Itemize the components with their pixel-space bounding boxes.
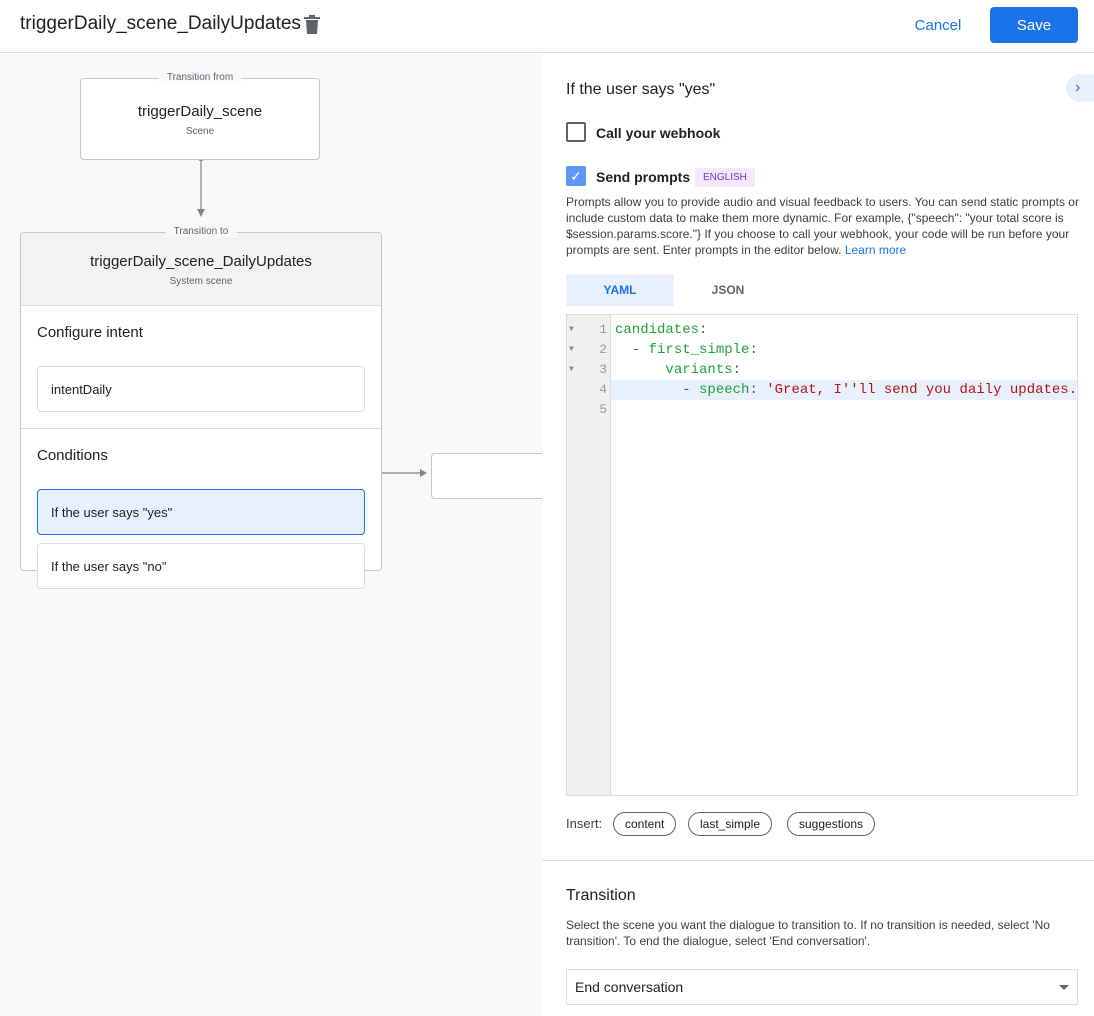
code-editor[interactable]: ▼ 1 candidates: ▼ 2 - first_simple: ▼ 3 vari… — [566, 314, 1078, 796]
line-number: 5 — [599, 402, 607, 417]
conditions-section: Conditions If the user says "yes" If the… — [21, 447, 381, 589]
transition-description: Select the scene you want the dialogue t… — [566, 918, 1050, 948]
scene-header[interactable]: Transition to triggerDaily_scene_DailyUp… — [21, 226, 381, 306]
code-line: candidates: — [615, 322, 708, 338]
divider — [542, 860, 1094, 861]
editor-gutter — [567, 315, 611, 795]
section-title: Configure intent — [37, 324, 143, 341]
line-number: 1 — [599, 322, 607, 337]
delete-icon[interactable] — [304, 15, 320, 34]
prompts-checkbox[interactable]: ✓ — [566, 166, 586, 186]
language-badge: ENGLISH — [695, 168, 755, 187]
webhook-checkbox[interactable] — [566, 122, 586, 142]
transition-to-label: Transition to — [165, 226, 237, 237]
header: triggerDaily_scene_DailyUpdates Cancel S… — [0, 0, 1094, 53]
flow-canvas[interactable]: Transition from triggerDaily_scene Scene… — [0, 54, 542, 1016]
insert-chip-content[interactable]: content — [613, 812, 677, 836]
prompts-label: Send prompts — [596, 169, 691, 185]
description-text: Prompts allow you to provide audio and v… — [566, 195, 1079, 257]
intent-item[interactable]: intentDaily — [37, 366, 365, 412]
condition-item-no[interactable]: If the user says "no" — [37, 543, 365, 589]
check-icon: ✓ — [570, 168, 582, 184]
learn-more-link[interactable]: Learn more — [844, 243, 907, 257]
transition-from-node[interactable]: Transition from triggerDaily_scene Scene — [80, 72, 320, 160]
prompts-description: Prompts allow you to provide audio and v… — [566, 194, 1086, 258]
scene-name: triggerDaily_scene — [137, 103, 263, 120]
transition-value: End conversation — [575, 979, 684, 995]
tab-json[interactable]: JSON — [711, 283, 745, 297]
insert-chip-last-simple[interactable]: last_simple — [688, 812, 773, 836]
fold-icon[interactable]: ▼ — [569, 325, 574, 334]
scene-type: System scene — [169, 276, 233, 287]
transition-select[interactable]: End conversation — [566, 969, 1078, 1005]
webhook-label: Call your webhook — [596, 125, 721, 141]
line-number: 2 — [599, 342, 607, 357]
transition-title: Transition — [566, 887, 636, 904]
condition-item-yes[interactable]: If the user says "yes" — [37, 489, 365, 535]
line-number: 3 — [599, 362, 607, 377]
transition-to-node: Transition to triggerDaily_scene_DailyUp… — [20, 226, 382, 589]
cancel-button[interactable]: Cancel — [914, 16, 962, 34]
code-line: variants: — [665, 362, 742, 378]
code-line: - speech: 'Great, I''ll send you daily u… — [615, 382, 1078, 398]
line-number: 4 — [599, 382, 607, 397]
details-panel: If the user says "yes" › Call your webho… — [542, 54, 1094, 1016]
collapse-panel-button[interactable]: › — [1066, 74, 1094, 102]
scene-name: triggerDaily_scene_DailyUpdates — [90, 253, 312, 270]
page-title: triggerDaily_scene_DailyUpdates — [20, 13, 301, 34]
intent-section: Configure intent intentDaily — [21, 324, 381, 429]
insert-chip-suggestions[interactable]: suggestions — [787, 812, 876, 836]
section-title: Conditions — [37, 447, 108, 464]
code-line: - first_simple: — [615, 342, 758, 358]
save-button[interactable]: Save — [990, 7, 1078, 43]
fold-icon[interactable]: ▼ — [569, 345, 574, 354]
transition-from-label: Transition from — [158, 72, 242, 83]
target-node[interactable] — [431, 453, 542, 499]
chevron-right-icon: › — [1075, 79, 1081, 96]
tab-yaml[interactable]: YAML — [566, 274, 674, 306]
fold-icon[interactable]: ▼ — [569, 365, 574, 374]
dropdown-arrow-icon — [1059, 985, 1069, 990]
scene-type: Scene — [185, 126, 215, 137]
insert-label: Insert: — [566, 816, 603, 831]
panel-title: If the user says "yes" — [566, 81, 716, 98]
